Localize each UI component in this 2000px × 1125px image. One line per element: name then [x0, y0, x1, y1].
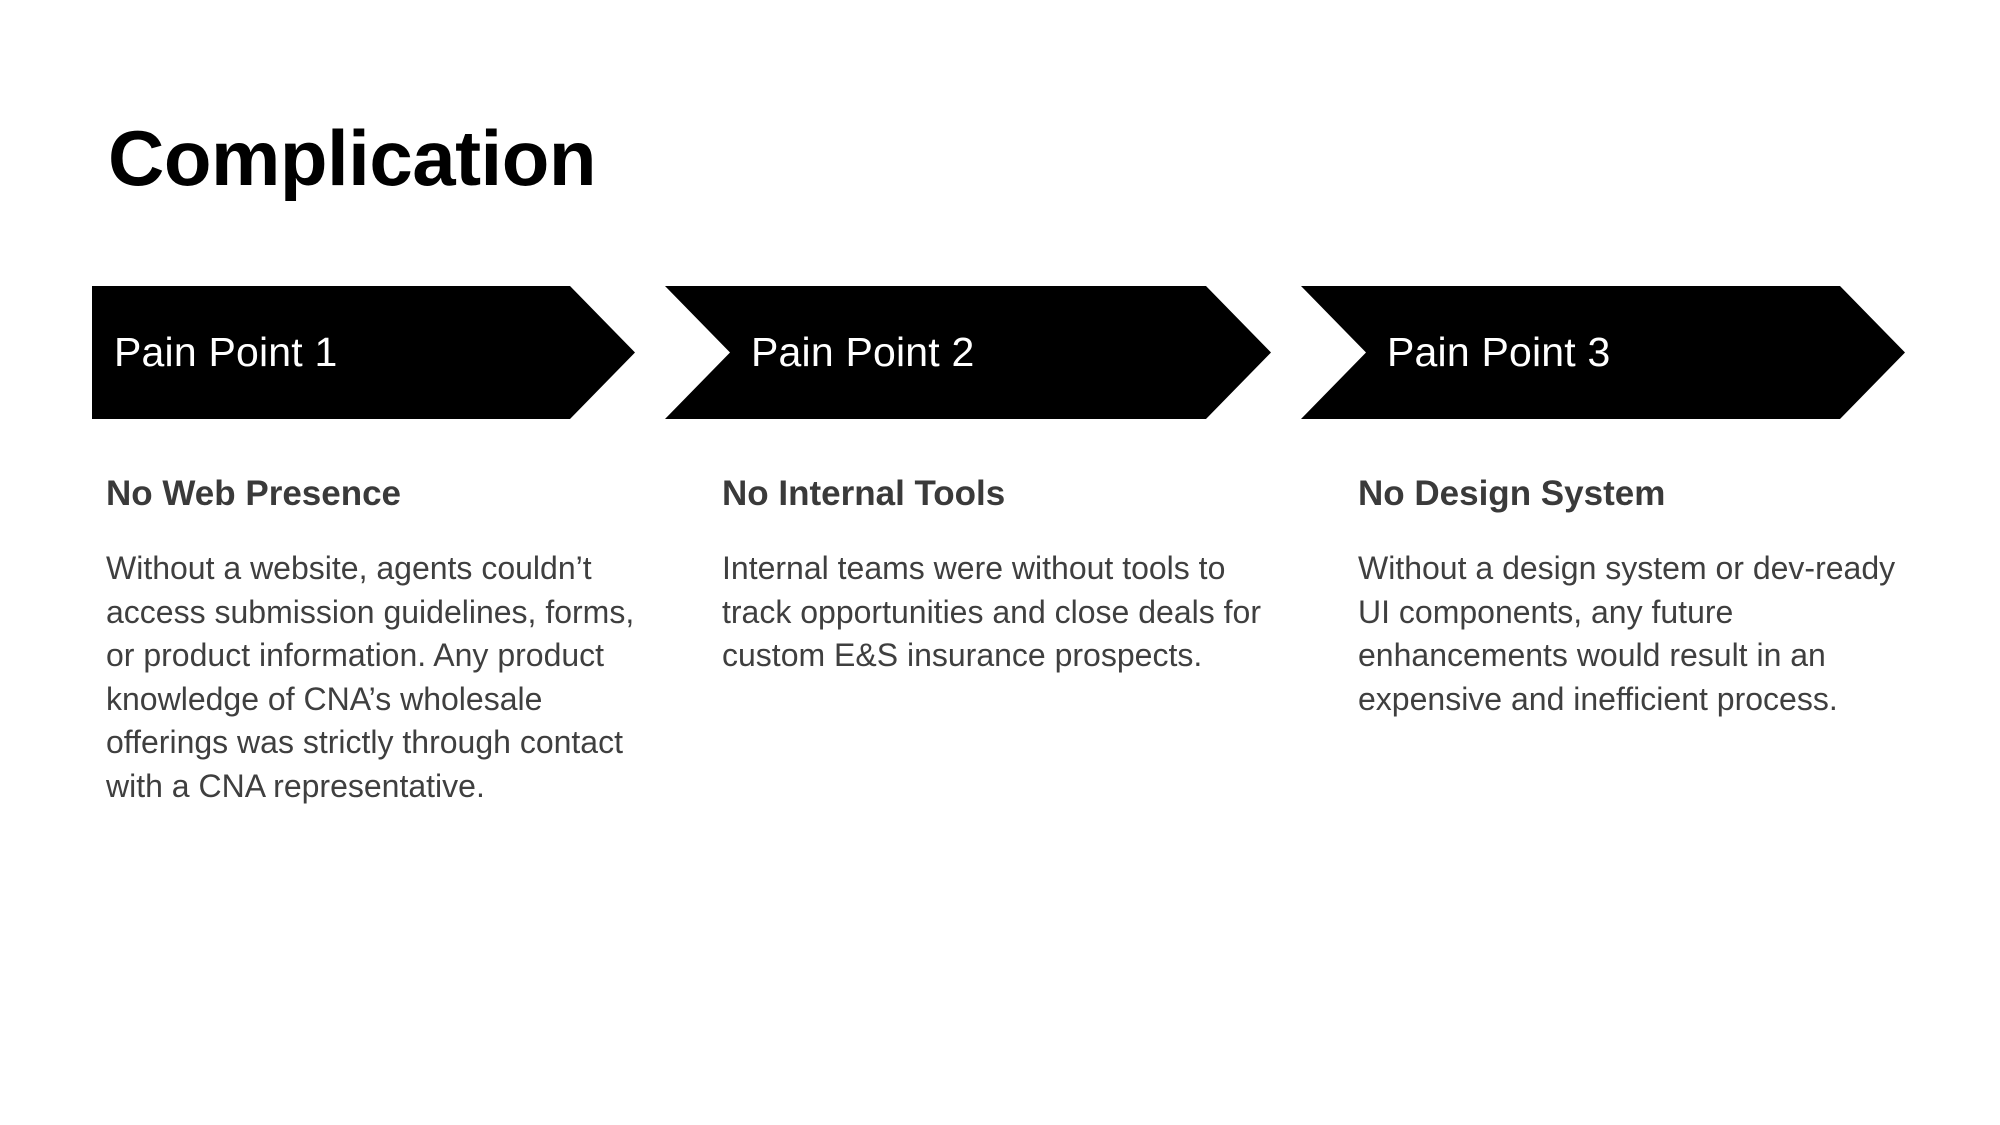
pain-point-column-3-body: Without a design system or dev-ready UI …: [1358, 550, 1896, 717]
pain-point-banner-2[interactable]: Pain Point 2: [665, 286, 1271, 419]
page-title: Complication: [108, 114, 597, 202]
pain-point-column-3-heading: No Design System: [1358, 474, 1666, 513]
pain-point-column-2-heading: No Internal Tools: [722, 474, 1006, 513]
pain-point-column-1-heading: No Web Presence: [106, 474, 402, 513]
pain-point-column-3: No Design System Without a design system…: [1358, 473, 1898, 721]
pain-point-column-2-body: Internal teams were without tools to tra…: [722, 550, 1261, 674]
pain-point-banner-1[interactable]: Pain Point 1: [92, 286, 635, 419]
pain-point-banner-1-label: Pain Point 1: [114, 329, 338, 375]
pain-point-column-1: No Web Presence Without a website, agent…: [106, 473, 646, 808]
pain-point-banner-3[interactable]: Pain Point 3: [1301, 286, 1905, 419]
pain-point-column-1-body: Without a website, agents couldn’t acces…: [106, 550, 635, 804]
pain-point-banner-row: Pain Point 1 Pain Point 2 Pain Point 3: [0, 286, 2000, 419]
pain-point-banner-3-label: Pain Point 3: [1387, 329, 1611, 375]
pain-point-column-2: No Internal Tools Internal teams were wi…: [722, 473, 1262, 678]
pain-point-banner-2-label: Pain Point 2: [751, 329, 975, 375]
